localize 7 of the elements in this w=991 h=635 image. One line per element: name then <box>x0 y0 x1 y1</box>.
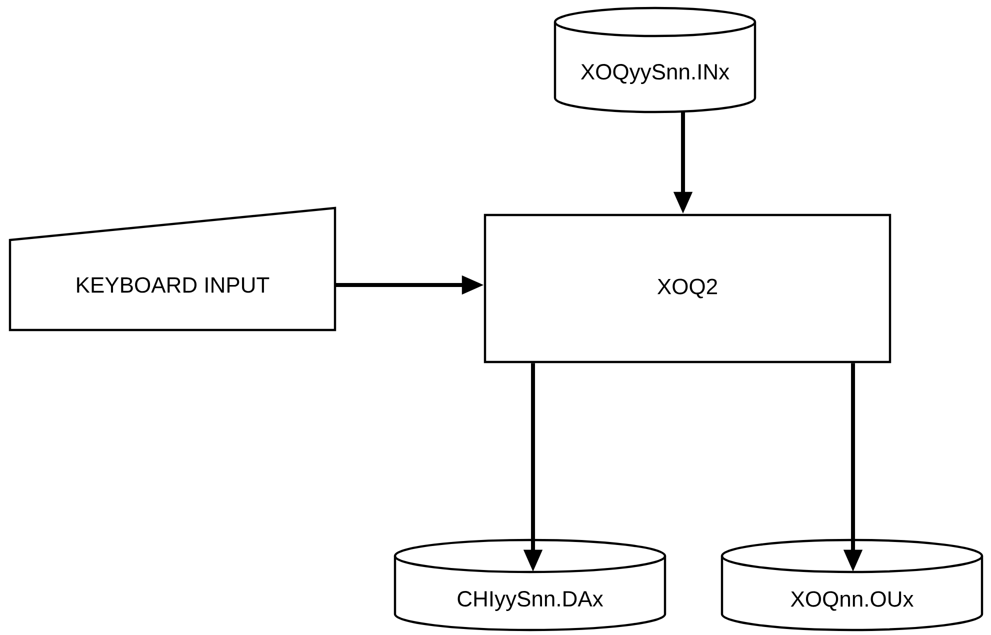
data-cylinder: XOQnn.OUx <box>720 538 984 632</box>
node-label: XOQnn.OUx <box>790 591 914 611</box>
node-label: CHIyySnn.DAx <box>458 591 604 611</box>
data-cylinder: XOQyySnn.INx <box>554 6 756 114</box>
data-cylinder: CHIyySnn.DAx <box>394 538 666 632</box>
node-label: XOQyySnn.INx <box>580 64 730 84</box>
process-box: XOQ2 <box>484 214 892 364</box>
